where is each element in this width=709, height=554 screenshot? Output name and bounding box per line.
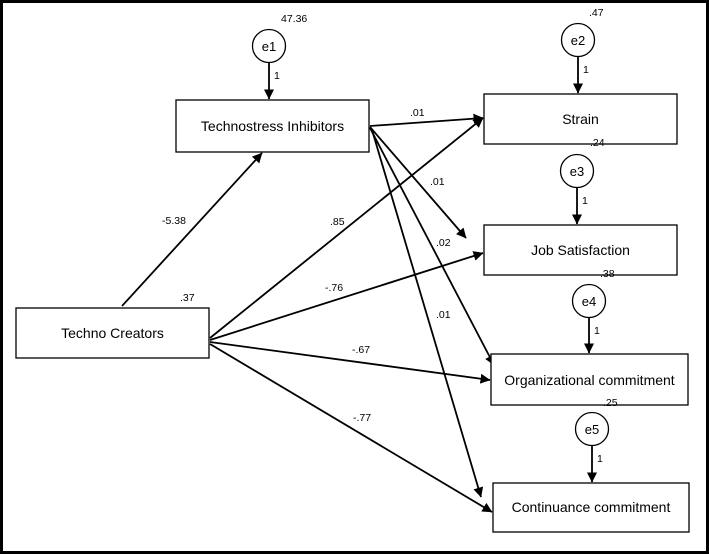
- error-e1: e1: [251, 28, 287, 64]
- error-label: e4: [582, 294, 596, 309]
- path-arrow-techno-creators-to-continuance-commitment: [209, 343, 493, 513]
- node-label: Continuance commitment: [512, 499, 671, 515]
- node-label: Organizational commitment: [504, 372, 675, 388]
- error-label: e2: [571, 33, 585, 48]
- path-arrow-techno-creators-to-job-satisfaction: [209, 251, 484, 341]
- node-label: Technostress Inhibitors: [201, 118, 344, 134]
- node-label: Job Satisfaction: [531, 242, 630, 258]
- path-arrow-technostress-inhibitors-to-organizational-commitment: [369, 127, 495, 366]
- node-organizational-commitment: Organizational commitment: [490, 353, 689, 406]
- error-variance-e5: .25: [603, 397, 618, 409]
- error-loading-e3: 1: [582, 195, 588, 207]
- node-box: [483, 224, 678, 276]
- error-circle: [571, 283, 607, 319]
- error-variance-e1: 47.36: [281, 13, 307, 25]
- node-box: [490, 353, 689, 406]
- path-arrow-techno-creators-to-technostress-inhibitors: [121, 152, 263, 307]
- node-techno-creators: Techno Creators: [15, 307, 210, 359]
- error-label: e3: [570, 164, 584, 179]
- error-circle: [559, 153, 595, 189]
- node-label: Strain: [562, 111, 599, 127]
- node-box: [175, 99, 370, 153]
- error-e2: e2: [560, 22, 596, 58]
- path-arrow-techno-creators-to-strain: [209, 117, 484, 339]
- node-box: [483, 93, 678, 145]
- error-circle: [251, 28, 287, 64]
- techno-creators-variance: .37: [180, 292, 195, 304]
- path-arrow-techno-creators-to-organizational-commitment: [209, 341, 491, 384]
- node-strain: Strain: [483, 93, 678, 145]
- coef-inhibitors-to-organizational-commitment: .02: [436, 237, 451, 249]
- coef-creators-to-continuance-commitment: -.77: [353, 412, 371, 424]
- coef-creators-to-job-satisfaction: -.76: [325, 282, 343, 294]
- path-arrow-technostress-inhibitors-to-continuance-commitment: [371, 129, 484, 498]
- error-variance-e2: .47: [589, 7, 604, 19]
- error-label: e1: [262, 39, 276, 54]
- error-circle: [560, 22, 596, 58]
- error-e5: e5: [574, 411, 610, 447]
- error-loading-e2: 1: [583, 64, 589, 76]
- error-label: e5: [585, 422, 599, 437]
- coef-inhibitors-to-continuance-commitment: .01: [436, 309, 451, 321]
- coef-inhibitors-to-strain: .01: [410, 107, 425, 119]
- node-label: Techno Creators: [61, 325, 164, 341]
- node-continuance-commitment: Continuance commitment: [492, 482, 690, 533]
- node-job-satisfaction: Job Satisfaction: [483, 224, 678, 276]
- path-edges: [121, 57, 597, 513]
- error-loading-e1: 1: [274, 70, 280, 82]
- error-variance-e3: .24: [590, 137, 605, 149]
- node-box: [492, 482, 690, 533]
- error-loading-e5: 1: [597, 453, 603, 465]
- error-variance-e4: .38: [600, 268, 615, 280]
- coef-creators-to-inhibitors: -5.38: [162, 215, 186, 227]
- coef-creators-to-organizational-commitment: -.67: [352, 344, 370, 356]
- coef-creators-to-strain: .85: [330, 216, 345, 228]
- coef-inhibitors-to-job-satisfaction: .01: [430, 176, 445, 188]
- path-arrow-technostress-inhibitors-to-job-satisfaction: [369, 126, 467, 239]
- path-arrow-technostress-inhibitors-to-strain: [369, 113, 484, 127]
- error-circle: [574, 411, 610, 447]
- error-e4: e4: [571, 283, 607, 319]
- error-e3: e3: [559, 153, 595, 189]
- node-technostress-inhibitors: Technostress Inhibitors: [175, 99, 370, 153]
- node-box: [15, 307, 210, 359]
- error-loading-e4: 1: [594, 325, 600, 337]
